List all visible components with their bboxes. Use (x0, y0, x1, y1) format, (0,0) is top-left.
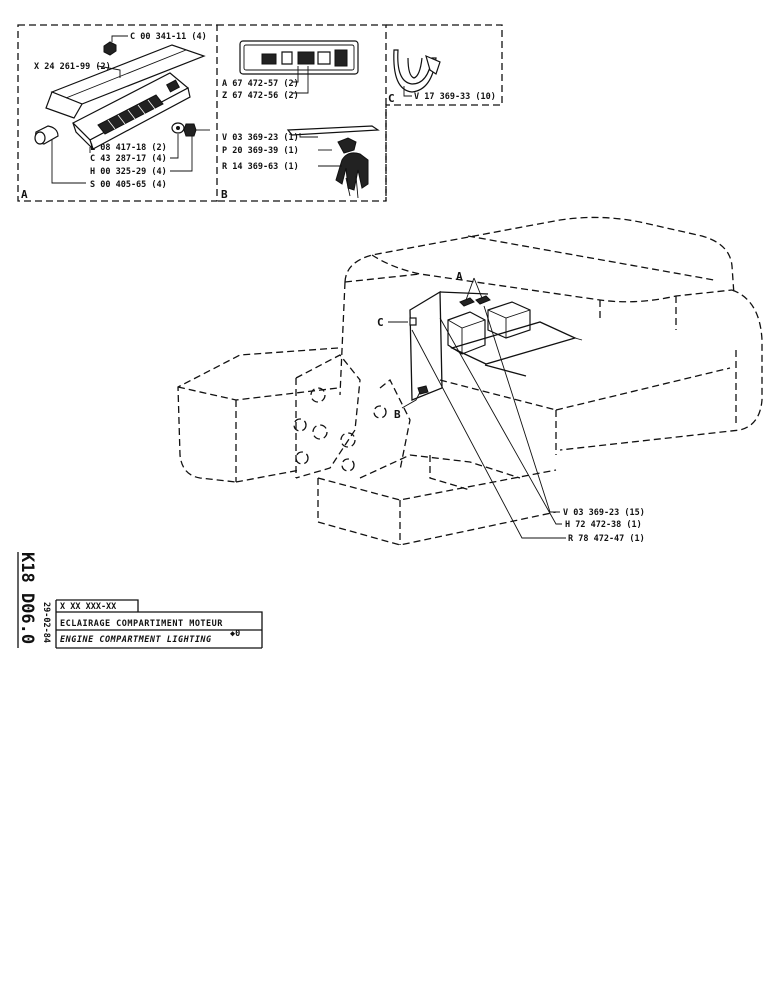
part-label: R 78 472-47 (1) (568, 534, 645, 544)
callout-c: C (377, 316, 384, 329)
part-label: P 20 369-39 (1) (222, 146, 299, 156)
title-en: ENGINE COMPARTMENT LIGHTING (60, 635, 212, 645)
part-label: H 00 325-29 (4) (90, 167, 167, 177)
code: X XX XXX-XX (60, 602, 116, 612)
part-label: C 00 341-11 (4) (130, 32, 207, 42)
part-label: A 67 472-57 (2) (222, 79, 299, 89)
detail-b-labels: A 67 472-57 (2) Z 67 472-56 (2) V 03 369… (221, 79, 299, 201)
detail-letter-c: C (388, 92, 395, 105)
detail-a-labels: C 00 341-11 (4) X 24 261-99 (2) L 08 417… (21, 32, 207, 201)
date: 29-02-84 (41, 602, 51, 643)
detail-letter-a: A (21, 188, 28, 201)
part-label: V 17 369-33 (10) (414, 92, 496, 102)
part-label: Z 67 472-56 (2) (222, 91, 299, 101)
detail-a-lamp-illustration (34, 35, 210, 184)
part-label: L 08 417-18 (2) (90, 143, 167, 153)
detail-c-clip-illustration (393, 49, 441, 97)
callout-b: B (394, 408, 401, 421)
title-fr: ECLAIRAGE COMPARTIMENT MOTEUR (60, 619, 223, 629)
part-label: R 14 369-63 (1) (222, 162, 299, 172)
detail-letter-b: B (221, 188, 228, 201)
main-view-labels: A C B V 03 369-23 (15) H 72 472-38 (1) R… (377, 270, 645, 544)
title-block: K18 D06.0 29-02-84 X XX XXX-XX ECLAIRAGE… (17, 552, 263, 649)
engine-compartment-view (177, 216, 763, 546)
part-label: C 43 287-17 (4) (90, 154, 167, 164)
part-label: V 03 369-23 (1) (222, 133, 299, 143)
sheet-code: K18 D06.0 (17, 552, 37, 644)
part-label: X 24 261-99 (2) (34, 62, 111, 72)
part-label: S 00 405-65 (4) (90, 180, 167, 190)
detail-c-labels: V 17 369-33 (10) C (388, 92, 496, 105)
detail-frames (17, 24, 503, 202)
callout-a: A (456, 270, 463, 283)
detail-b-relay-illustration (239, 40, 380, 199)
part-label: H 72 472-38 (1) (565, 520, 642, 530)
ref-symbol: ◆0 (230, 629, 240, 639)
part-label: V 03 369-23 (15) (563, 508, 645, 518)
